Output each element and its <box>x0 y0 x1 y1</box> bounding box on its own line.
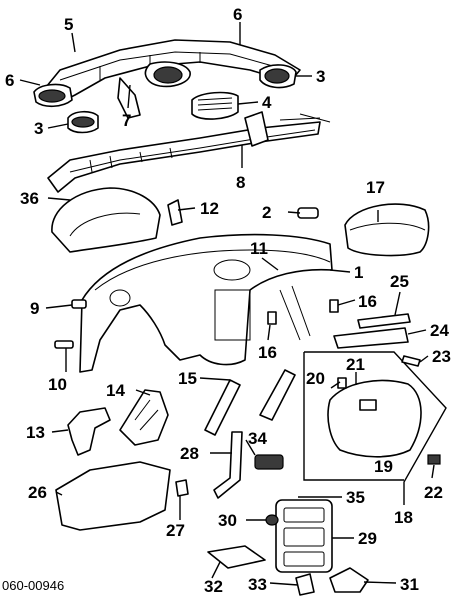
small-parts-upper <box>54 199 339 349</box>
side-vent-left <box>33 83 73 108</box>
callout-6-top: 6 <box>233 5 242 24</box>
callout-7: 7 <box>122 111 131 130</box>
callout-17: 17 <box>366 178 385 197</box>
callout-10: 10 <box>48 375 67 394</box>
small-parts-lower <box>175 479 369 596</box>
callout-16-center: 16 <box>258 343 277 362</box>
reinforcement-beam <box>47 111 331 193</box>
callout-28: 28 <box>180 444 199 463</box>
callout-8: 8 <box>236 173 245 192</box>
callout-20: 20 <box>306 369 325 388</box>
callout-25: 25 <box>390 272 409 291</box>
callout-24: 24 <box>430 321 449 340</box>
callout-16-right: 16 <box>358 292 377 311</box>
callout-5: 5 <box>64 15 73 34</box>
callout-30: 30 <box>218 511 237 530</box>
callout-3-right: 3 <box>316 67 325 86</box>
glove-box-group <box>303 351 447 505</box>
glove-box-brackets-24-25 <box>333 313 411 349</box>
callout-33: 33 <box>248 575 267 594</box>
callout-11: 11 <box>250 239 268 258</box>
callout-32: 32 <box>204 577 223 596</box>
callout-36: 36 <box>20 189 39 208</box>
callout-4: 4 <box>262 93 272 112</box>
knee-panel-26 <box>55 461 171 531</box>
callout-9: 9 <box>30 299 39 318</box>
callout-18: 18 <box>394 508 413 527</box>
callout-31: 31 <box>400 575 419 594</box>
airbag-module <box>344 203 430 257</box>
callout-1: 1 <box>354 263 363 282</box>
callout-34: 34 <box>248 429 267 448</box>
callout-labels: 5 6 6 3 3 7 4 8 36 12 2 17 11 1 25 9 16 … <box>2 5 451 596</box>
lower-brackets <box>67 369 296 456</box>
center-vent-4 <box>191 91 239 120</box>
callout-27: 27 <box>166 521 185 540</box>
callout-14: 14 <box>106 381 125 400</box>
callout-12: 12 <box>200 199 219 218</box>
vent-3-left <box>67 110 99 134</box>
callout-35: 35 <box>346 488 365 507</box>
callout-13: 13 <box>26 423 45 442</box>
callout-15: 15 <box>178 369 197 388</box>
callout-2: 2 <box>262 203 271 222</box>
center-bezel <box>275 499 333 573</box>
callout-23: 23 <box>432 347 451 366</box>
cluster-hood <box>51 187 161 253</box>
diagram-code: 060-00946 <box>2 578 64 593</box>
callout-21: 21 <box>346 355 365 374</box>
callout-26: 26 <box>28 483 47 502</box>
callout-6-left: 6 <box>5 71 14 90</box>
bracket-28 <box>213 431 284 499</box>
callout-29: 29 <box>358 529 377 548</box>
callout-3-left: 3 <box>34 119 43 138</box>
leader-lines <box>19 22 435 586</box>
callout-19: 19 <box>374 457 393 476</box>
callout-22: 22 <box>424 483 443 502</box>
instrument-panel <box>79 233 333 373</box>
side-vent-right <box>259 64 297 89</box>
